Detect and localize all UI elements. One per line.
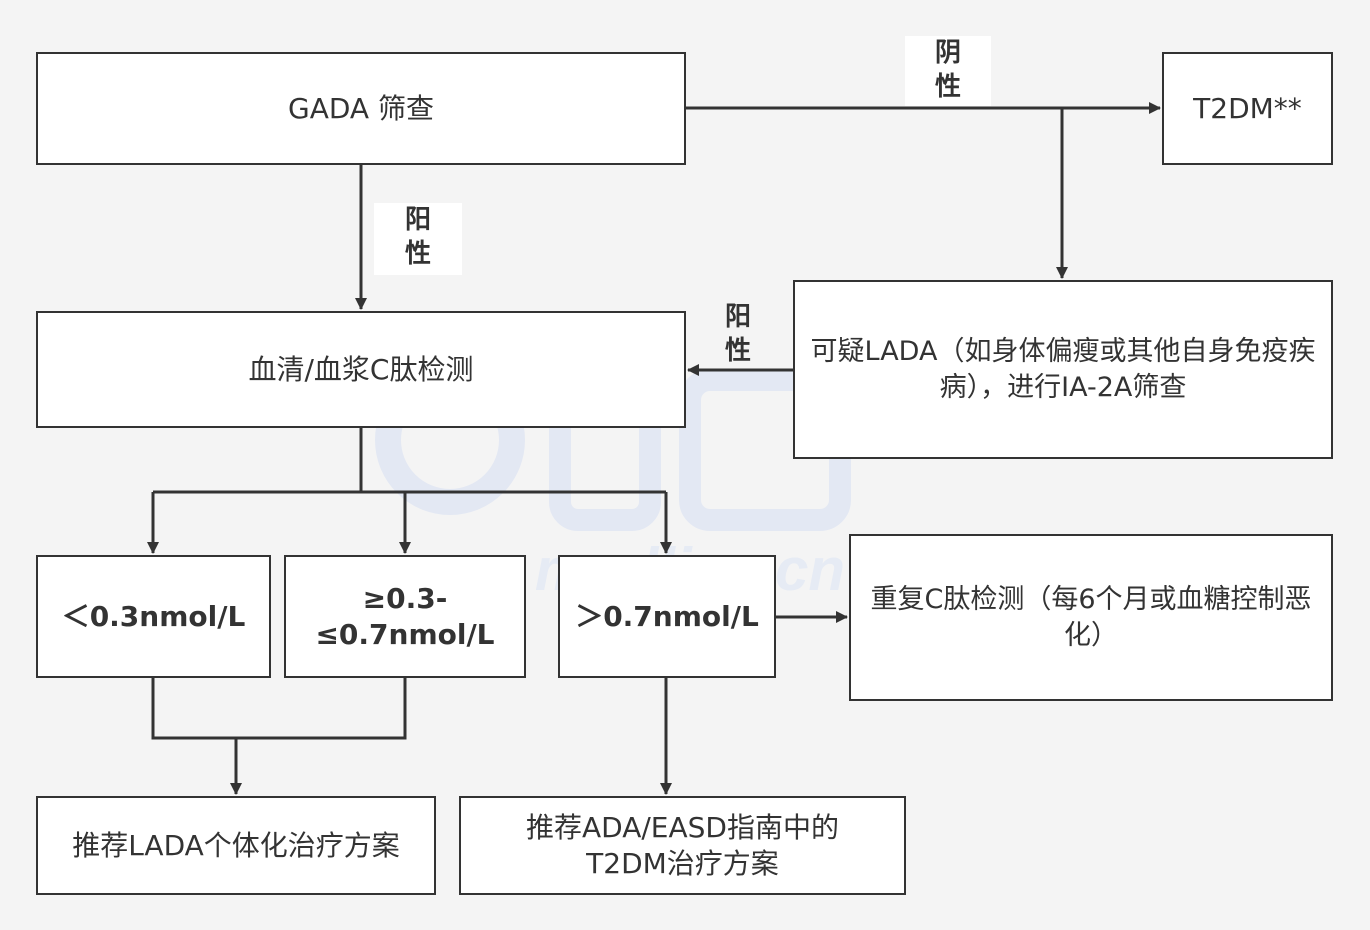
node-cpeptide-mid-line2: ≤0.7nmol/L [315, 617, 495, 651]
node-t2dm: T2DM** [1162, 52, 1333, 165]
node-lada-treatment: 推荐LADA个体化治疗方案 [36, 796, 436, 895]
edge-low-mid-merge [151, 678, 407, 740]
node-c-peptide-test-text: 血清/血浆C肽检测 [248, 352, 474, 386]
node-cpeptide-mid: ≥0.3- ≤0.7nmol/L [284, 555, 526, 678]
edge-label-positive-ia2a-char1: 阳 [724, 302, 751, 332]
edge-label-negative-char2: 性 [934, 72, 961, 102]
node-ada-easd-line1: 推荐ADA/EASD指南中的 [526, 810, 839, 844]
node-gada-screening: GADA 筛查 [36, 52, 686, 165]
edge-label-positive-ia2a: 阳 性 [713, 300, 763, 370]
node-cpeptide-high: ＞0.7nmol/L [558, 555, 776, 678]
node-cpeptide-low: ＜0.3nmol/L [36, 555, 271, 678]
node-c-peptide-test: 血清/血浆C肽检测 [36, 311, 686, 428]
edge-label-positive-gada-char1: 阳 [404, 205, 431, 235]
node-cpeptide-mid-line1: ≥0.3- [362, 581, 448, 615]
edge-label-positive-gada: 阳 性 [374, 203, 462, 275]
edge-label-negative: 阴 性 [905, 36, 991, 106]
node-suspect-lada: 可疑LADA（如身体偏瘦或其他自身免疫疾病），进行IA-2A筛查 [793, 280, 1333, 459]
node-repeat-c-peptide-text: 重复C肽检测（每6个月或血糖控制恶化） [870, 583, 1312, 651]
node-gada-screening-text: GADA 筛查 [288, 91, 434, 125]
node-cpeptide-low-text: ＜0.3nmol/L [61, 599, 246, 633]
edge-label-positive-gada-char2: 性 [404, 239, 431, 269]
node-lada-treatment-text: 推荐LADA个体化治疗方案 [72, 828, 400, 862]
node-cpeptide-high-text: ＞0.7nmol/L [575, 599, 759, 633]
node-t2dm-text: T2DM** [1193, 91, 1302, 125]
node-ada-easd-line2: T2DM治疗方案 [586, 846, 779, 880]
node-ada-easd-treatment: 推荐ADA/EASD指南中的 T2DM治疗方案 [459, 796, 906, 895]
node-repeat-c-peptide: 重复C肽检测（每6个月或血糖控制恶化） [849, 534, 1333, 701]
node-suspect-lada-text: 可疑LADA（如身体偏瘦或其他自身免疫疾病），进行IA-2A筛查 [810, 335, 1316, 403]
edge-label-positive-ia2a-char2: 性 [724, 336, 751, 366]
edge-label-negative-char1: 阴 [934, 38, 961, 68]
